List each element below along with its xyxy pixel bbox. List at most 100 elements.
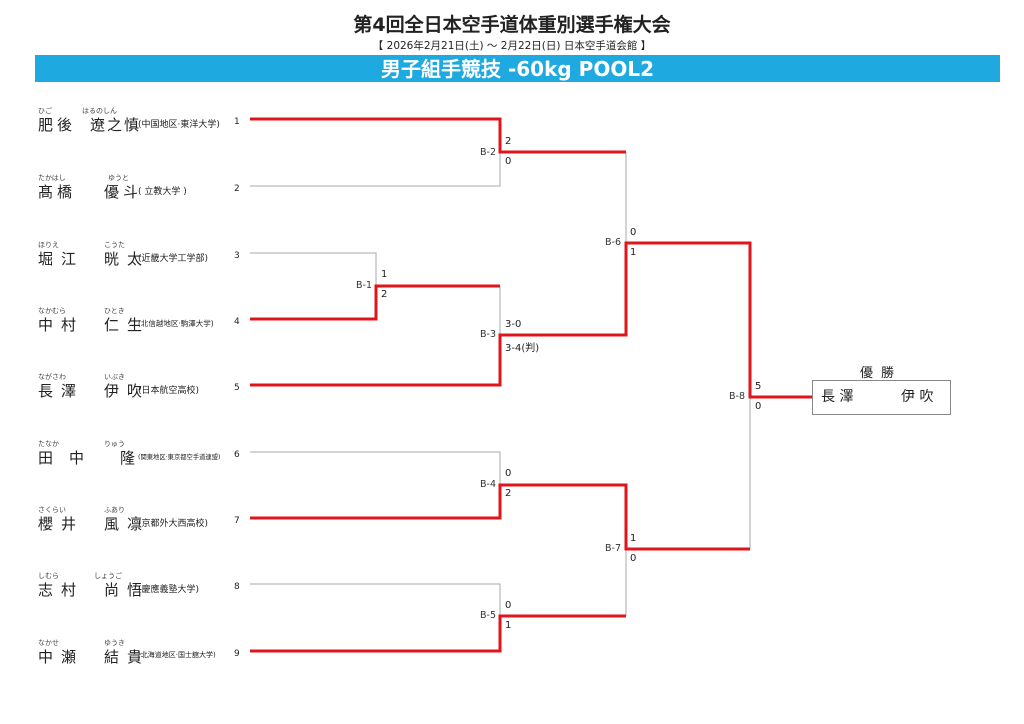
bout-score-bottom: 2 — [505, 488, 512, 499]
player-affiliation: (京都外大西高校) — [138, 519, 209, 529]
player-given-name: 遼之慎 — [90, 116, 142, 134]
furigana: ゆうと — [108, 174, 129, 182]
furigana: ふあり — [104, 506, 125, 514]
line-win — [250, 483, 750, 551]
player-row: なかむら ひとき 中村 仁生 (北信越地区·駒澤大学) 4 — [38, 306, 248, 336]
furigana: ひとき — [104, 307, 125, 315]
player-given-name: 仁生 — [104, 316, 151, 334]
bout-label: B-3 — [480, 329, 496, 340]
line-win — [250, 241, 812, 399]
seed-number: 3 — [234, 251, 240, 261]
bout-label: B-1 — [356, 280, 372, 291]
furigana: たかはし — [38, 174, 66, 182]
furigana: ゆうき — [104, 639, 125, 647]
player-row: しむら しょうご 志村 尚悟 (慶應義塾大学) 8 — [38, 571, 248, 601]
furigana: しむら — [38, 572, 59, 580]
line-win — [250, 614, 626, 653]
furigana: さくらい — [38, 506, 66, 514]
bout-score-top: 1 — [630, 533, 637, 544]
bout-score-bottom: 0 — [505, 156, 512, 167]
bout-score-top: 0 — [630, 227, 637, 238]
player-row: なかせ ゆうき 中瀬 結貴 (北海道地区·国士舘大学) 9 — [38, 638, 248, 668]
seed-number: 8 — [234, 582, 240, 592]
bout-score-bottom: 0 — [630, 553, 637, 564]
furigana: はるのしん — [82, 107, 117, 115]
furigana: ながさわ — [38, 373, 66, 381]
player-given-name: 結貴 — [104, 648, 151, 666]
bout-score-bottom: 2 — [381, 289, 388, 300]
furigana: ひご — [38, 107, 52, 115]
player-given-name: 伊吹 — [104, 382, 151, 400]
player-row: ひご はるのしん 肥後 遼之慎 (中国地区·東洋大学) 1 — [38, 106, 248, 136]
bout-score-top: 0 — [505, 468, 512, 479]
player-family-name: 肥後 — [38, 116, 77, 134]
furigana: こうた — [104, 241, 125, 249]
player-given-name: 優斗 — [104, 183, 143, 201]
player-given-name: 隆 — [120, 449, 136, 467]
bout-label: B-2 — [480, 147, 496, 158]
furigana: なかせ — [38, 639, 59, 647]
player-row: ながさわ いぶき 長澤 伊吹 (日本航空高校) 5 — [38, 372, 248, 402]
seed-number: 5 — [234, 383, 240, 393]
player-affiliation: (慶應義塾大学) — [138, 585, 200, 595]
furigana: いぶき — [104, 373, 125, 381]
tournament-title: 第4回全日本空手道体重別選手権大会 — [353, 14, 671, 36]
bout-score-top: 1 — [381, 269, 388, 280]
line-gray — [250, 152, 501, 187]
player-row: たかはし ゆうと 髙橋 優斗 ( 立教大学 ) 2 — [38, 173, 248, 203]
bout-label: B-7 — [605, 543, 621, 554]
player-given-name: 尚悟 — [104, 581, 151, 599]
bout-score-bottom: 3-4(判) — [505, 343, 540, 354]
furigana: ほりえ — [38, 241, 59, 249]
champion-family-name: 長 澤 — [821, 389, 854, 405]
player-family-name: 中瀬 — [38, 648, 85, 666]
seed-number: 7 — [234, 516, 240, 526]
player-given-name: 風凛 — [104, 515, 151, 533]
player-family-name: 櫻井 — [38, 515, 85, 533]
player-family-name: 髙橋 — [38, 183, 77, 201]
category-banner: 男子組手競技 -60kg POOL2 — [35, 55, 1000, 82]
player-family-name: 堀江 — [38, 250, 85, 268]
bout-score-bottom: 0 — [755, 401, 762, 412]
player-affiliation: (関東地区·東京都空手道連盟) — [138, 454, 221, 461]
player-row: ほりえ こうた 堀江 晄太 (近畿大学工学部) 3 — [38, 240, 248, 270]
player-affiliation: (北信越地区·駒澤大学) — [138, 319, 214, 328]
seed-number: 4 — [234, 317, 240, 327]
furigana: しょうご — [94, 572, 122, 580]
line-gray — [250, 583, 501, 616]
seed-number: 9 — [234, 649, 240, 659]
line-win — [250, 117, 626, 154]
bout-score-top: 5 — [755, 381, 762, 392]
furigana: なかむら — [38, 307, 66, 315]
champion-given-name: 伊 吹 — [901, 389, 934, 405]
tournament-dates-venue: 【 2026年2月21日(土) ～ 2月22日(日) 日本空手道会館 】 — [372, 40, 652, 52]
player-family-name: 長澤 — [38, 382, 85, 400]
bout-score-top: 2 — [505, 136, 512, 147]
player-affiliation: (近畿大学工学部) — [138, 254, 209, 264]
furigana: たなか — [38, 440, 59, 448]
player-family-name: 志村 — [38, 581, 85, 599]
champion-box: 長 澤 伊 吹 — [812, 380, 951, 415]
bout-score-bottom: 1 — [630, 247, 637, 258]
player-family-name: 田中 — [38, 449, 101, 467]
line-win — [250, 284, 500, 321]
player-row: さくらい ふあり 櫻井 風凛 (京都外大西高校) 7 — [38, 505, 248, 535]
bout-score-top: 0 — [505, 600, 512, 611]
furigana: りゅう — [104, 440, 125, 448]
player-family-name: 中村 — [38, 316, 85, 334]
line-gray — [250, 252, 377, 286]
seed-number: 1 — [234, 117, 240, 127]
player-row: たなか りゅう 田中 隆 (関東地区·東京都空手道連盟) 6 — [38, 439, 248, 469]
bout-score-bottom: 1 — [505, 620, 512, 631]
player-affiliation: (日本航空高校) — [138, 386, 200, 396]
player-affiliation: (中国地区·東洋大学) — [138, 120, 220, 130]
bout-score-top: 3-0 — [505, 319, 522, 330]
bout-label: B-6 — [605, 237, 621, 248]
player-affiliation: ( 立教大学 ) — [138, 187, 187, 197]
bout-label: B-5 — [480, 610, 496, 621]
bout-label: B-8 — [729, 391, 745, 402]
seed-number: 2 — [234, 184, 240, 194]
bout-label: B-4 — [480, 479, 496, 490]
